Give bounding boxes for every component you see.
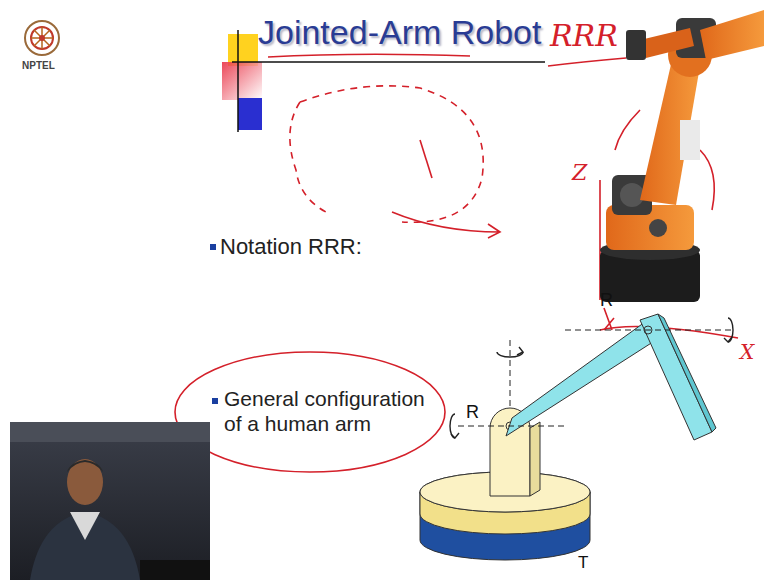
bullet-text: Notation RRR:	[220, 234, 362, 260]
bullet-square	[210, 244, 218, 404]
lecturer-video	[10, 422, 210, 580]
handwritten-note: RRR	[550, 18, 618, 54]
handwritten-note: X	[740, 340, 754, 364]
industrial-robot-photo	[600, 10, 764, 302]
joint-label: R	[466, 402, 479, 424]
jointed-arm-schematic	[420, 314, 735, 560]
logo-text: NPTEL	[22, 60, 55, 72]
handwritten-annotation	[175, 54, 738, 472]
joint-label: T	[578, 553, 588, 573]
nptel-logo	[25, 21, 59, 55]
joint-label: R	[600, 290, 613, 312]
slide-title: Jointed-Arm Robot	[258, 12, 541, 53]
handwritten-note: Z	[572, 160, 587, 186]
bullet-text: General configuration of a human arm	[224, 386, 439, 436]
